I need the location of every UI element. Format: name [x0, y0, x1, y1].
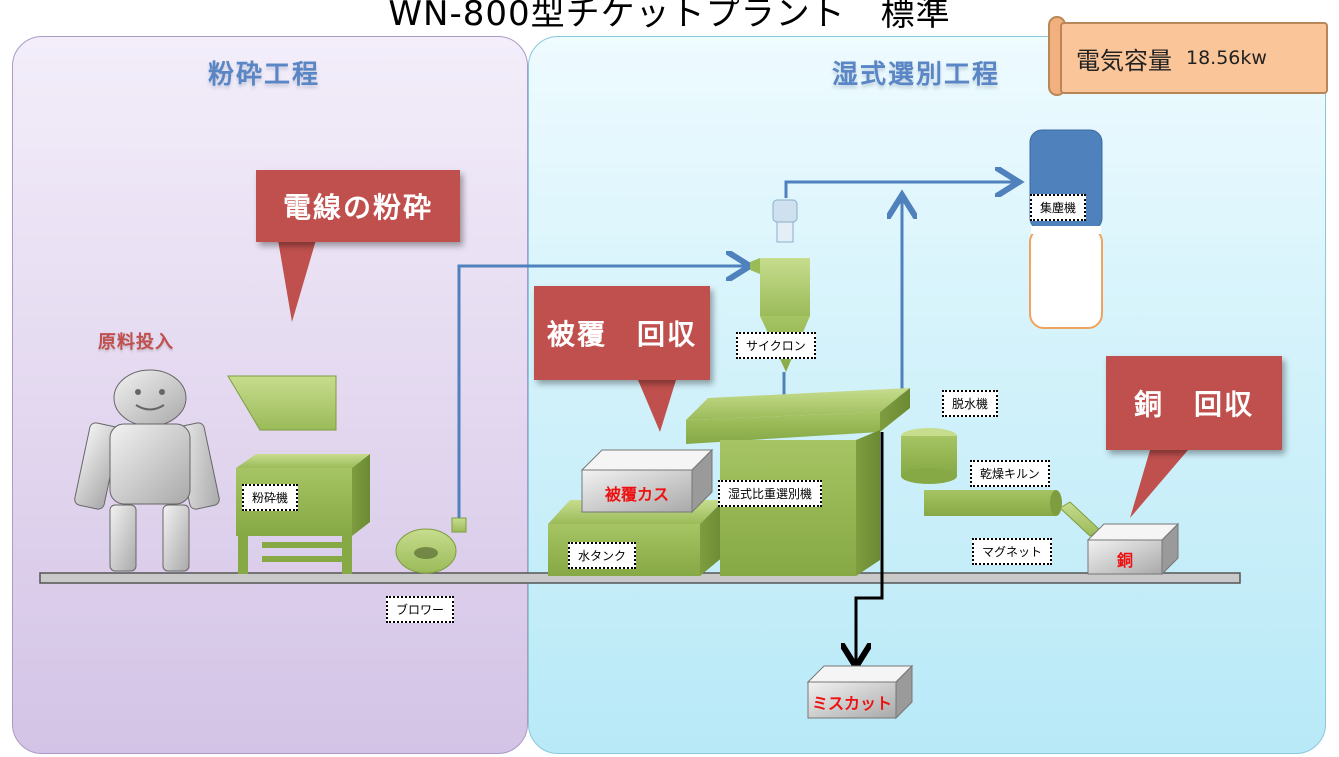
dust-collector-label: 集塵機 — [1030, 194, 1087, 221]
crush-callout-tail — [278, 240, 316, 322]
worker-robot-icon — [74, 369, 220, 572]
drying-kiln-machine — [924, 490, 1062, 516]
diagram-title: WN-800型チケットプラント 標準 — [388, 0, 951, 34]
power-capacity-label: 電気容量 — [1076, 46, 1172, 75]
power-capacity-value: 18.56kw — [1186, 47, 1267, 69]
copper-recovery-callout: 銅 回収 — [1106, 356, 1282, 450]
coating-waste-output: 被覆カス — [604, 485, 669, 504]
cyclone-label: サイクロン — [736, 332, 816, 359]
wet-separation-process-title: 湿式選別工程 — [832, 60, 1001, 90]
coating-waste-box-shape — [580, 448, 714, 514]
copper-box-shape — [1086, 522, 1180, 576]
magnet-label: マグネット — [972, 538, 1053, 565]
material-input-label: 原料投入 — [98, 332, 174, 353]
dehydrator-label: 脱水機 — [942, 390, 999, 417]
magnet-chute — [1059, 501, 1101, 537]
coating-callout-tail — [638, 380, 676, 432]
miss-cut-box-shape — [806, 664, 914, 720]
crusher-label: 粉砕機 — [242, 484, 299, 511]
coating-recovery-callout: 被覆 回収 — [534, 286, 710, 380]
dryer-label: 乾燥キルン — [970, 460, 1050, 487]
blower-label: ブロワー — [386, 596, 455, 623]
wet-separator-machine — [686, 388, 910, 576]
crush-callout: 電線の粉砕 — [256, 170, 460, 242]
separator-label: 湿式比重選別機 — [718, 480, 823, 507]
miss-cut-output: ミスカット — [811, 694, 892, 713]
crushing-process-title: 粉砕工程 — [208, 60, 321, 90]
copper-output: 銅 — [1116, 551, 1133, 570]
crusher-machine — [227, 375, 370, 574]
dust-collector-machine — [1029, 129, 1103, 329]
dehydrator-machine — [901, 428, 957, 484]
copper-callout-tail — [1130, 450, 1188, 518]
power-capacity-panel: 電気容量 18.56kw — [1060, 22, 1328, 94]
blower-machine — [395, 517, 467, 574]
water-tank-label: 水タンク — [568, 542, 637, 569]
